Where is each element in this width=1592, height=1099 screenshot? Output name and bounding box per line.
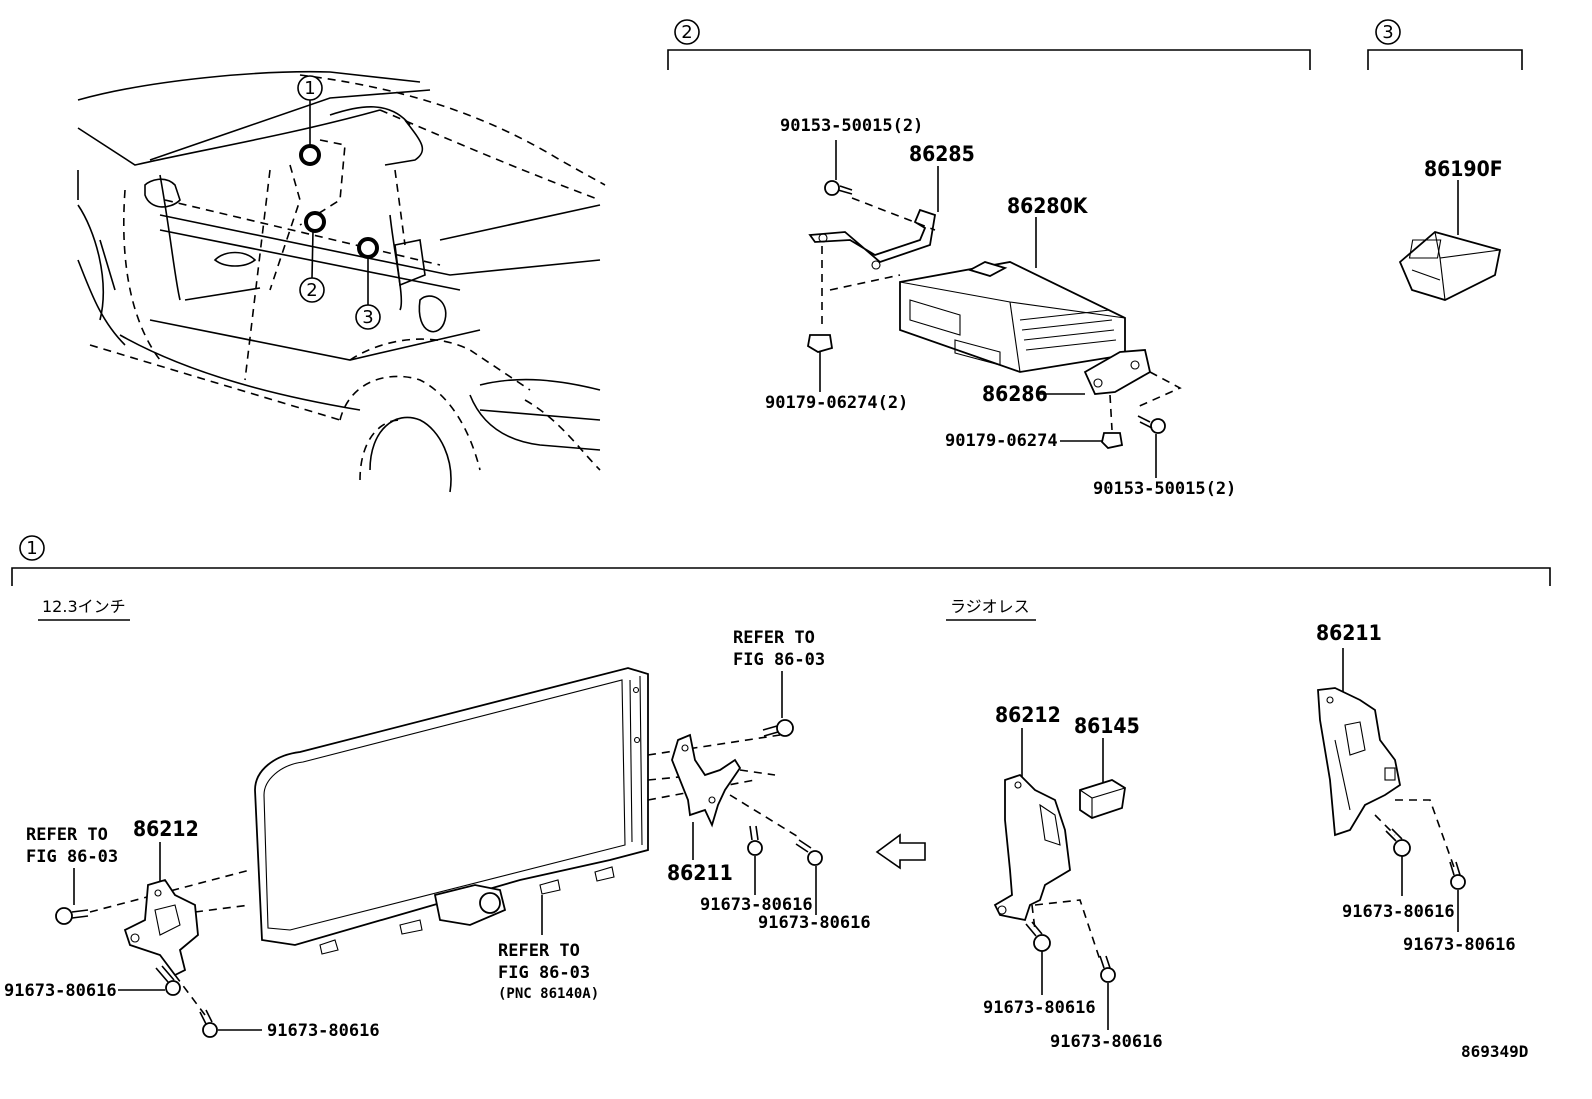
refer-to-left-line1: REFER TO — [26, 825, 108, 845]
bolt-left-1[interactable] — [155, 965, 181, 996]
label-90179-06274: 90179-06274 — [945, 431, 1058, 451]
label-91673-left-1: 91673-80616 — [4, 981, 117, 1001]
bolt-90153-a[interactable] — [824, 140, 853, 196]
label-90153-50015-bottom: 90153-50015(2) — [1093, 479, 1236, 499]
label-91673-mid-2: 91673-80616 — [758, 913, 871, 933]
subheading-12-3-inch: 12.3インチ — [42, 597, 126, 616]
nut-90179-b[interactable] — [1101, 432, 1124, 449]
bolt-left-refer[interactable] — [55, 907, 89, 925]
car-callout-1-label: 1 — [304, 78, 315, 99]
label-86190F: 86190F — [1424, 157, 1503, 181]
refer-to-display-line1: REFER TO — [498, 941, 580, 961]
subheading-radioless: ラジオレス — [950, 597, 1030, 616]
refer-to-right-line1: REFER TO — [733, 628, 815, 648]
car-callout-2-label: 2 — [306, 280, 317, 301]
car-callout-2[interactable] — [299, 277, 325, 303]
bolt-right-2[interactable] — [1099, 955, 1116, 983]
bolt-mid-2[interactable] — [795, 839, 823, 866]
label-91673-mid-1: 91673-80616 — [700, 895, 813, 915]
label-91673-far-right-2: 91673-80616 — [1403, 935, 1516, 955]
label-86212-right: 86212 — [995, 703, 1061, 727]
bolt-far-right-2[interactable] — [1449, 861, 1466, 890]
usb-port-86190F[interactable] — [1398, 231, 1502, 301]
bracket-86285[interactable] — [808, 208, 937, 270]
bracket-86211-right[interactable] — [1317, 687, 1402, 837]
figure-id: 869349D — [1461, 1042, 1528, 1061]
refer-to-display-line2: FIG 86-03 — [498, 963, 590, 983]
refer-to-display-pnc: (PNC 86140A) — [498, 986, 599, 1002]
label-86211-right: 86211 — [1316, 621, 1382, 645]
label-90153-50015-top: 90153-50015(2) — [780, 116, 923, 136]
bracket-86212-right[interactable] — [993, 773, 1071, 922]
label-91673-far-right-1: 91673-80616 — [1342, 902, 1455, 922]
label-91673-right-2: 91673-80616 — [1050, 1032, 1163, 1052]
direction-arrow — [875, 833, 926, 870]
label-86211-mid: 86211 — [667, 861, 733, 885]
section-3: 3 86190F — [1367, 19, 1523, 301]
section-1-marker: 1 — [26, 538, 37, 559]
label-86285: 86285 — [909, 142, 975, 166]
label-91673-right-1: 91673-80616 — [983, 998, 1096, 1018]
relay-86145[interactable] — [1079, 779, 1126, 819]
label-86286: 86286 — [982, 382, 1048, 406]
bolt-mid-1[interactable] — [747, 825, 763, 856]
section-2: 2 90153-50015(2) 86285 90179-06274(2) — [667, 19, 1311, 499]
label-86280K: 86280K — [1007, 194, 1089, 218]
section-1: 1 12.3インチ ラジオレス REFER TO FIG 86-03 86212 — [4, 535, 1551, 1052]
refer-to-left-line2: FIG 86-03 — [26, 847, 118, 867]
bolt-right-1[interactable] — [1025, 921, 1051, 952]
bolt-right-refer[interactable] — [762, 719, 794, 737]
label-86145: 86145 — [1074, 714, 1140, 738]
section-2-marker: 2 — [681, 22, 692, 43]
label-90179-06274-2: 90179-06274(2) — [765, 393, 908, 413]
bolt-far-right-1[interactable] — [1385, 828, 1411, 857]
car-interior-illustration: 1 2 3 — [77, 70, 606, 493]
car-callout-3-label: 3 — [362, 307, 373, 328]
ecu-86280K[interactable] — [899, 261, 1126, 373]
car-callout-3[interactable] — [355, 304, 381, 330]
bolt-90153-b[interactable] — [1137, 415, 1166, 434]
bolt-left-2[interactable] — [199, 1009, 218, 1038]
display-unit[interactable] — [254, 667, 781, 955]
refer-to-right-line2: FIG 86-03 — [733, 650, 825, 670]
section-3-marker: 3 — [1382, 22, 1393, 43]
label-91673-left-2: 91673-80616 — [267, 1021, 380, 1041]
car-callout-1[interactable] — [297, 75, 323, 101]
bracket-86212-left[interactable] — [123, 878, 199, 977]
label-86212-left: 86212 — [133, 817, 199, 841]
nut-90179-a[interactable] — [807, 334, 834, 353]
bracket-86211-mid[interactable] — [671, 733, 742, 828]
